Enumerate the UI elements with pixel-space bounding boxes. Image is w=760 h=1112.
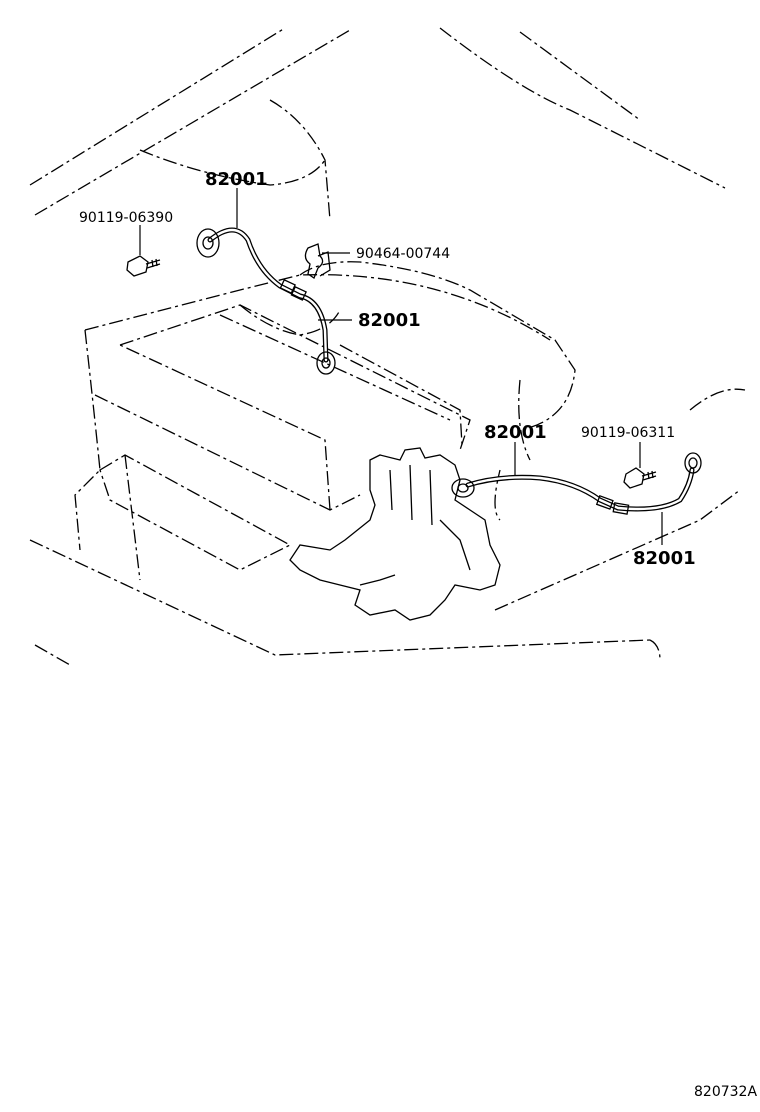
part-label-82001-right: 82001 (484, 422, 547, 443)
leader-lines (139, 188, 663, 545)
part-label-clamp: 90464-00744 (356, 246, 450, 262)
ground-strap-right (451, 452, 702, 515)
clamp-icon (304, 243, 331, 279)
bolt-icon (623, 467, 657, 489)
illustration-code: 820732A (694, 1084, 757, 1100)
part-label-82001-right-lower: 82001 (633, 548, 696, 569)
part-label-bolt-left: 90119-06390 (79, 210, 173, 226)
ring-terminal-icon (684, 452, 702, 474)
part-label-82001-upper-lower: 82001 (358, 310, 421, 331)
part-label-82001-upper: 82001 (205, 169, 268, 190)
bolt-icon (126, 255, 161, 277)
ring-terminal-icon (196, 228, 220, 258)
part-label-bolt-right: 90119-06311 (581, 425, 675, 441)
ring-terminal-icon (451, 478, 475, 498)
ground-strap-upper (196, 227, 336, 375)
body-outline (29, 27, 746, 666)
ring-terminal-icon (316, 351, 336, 375)
